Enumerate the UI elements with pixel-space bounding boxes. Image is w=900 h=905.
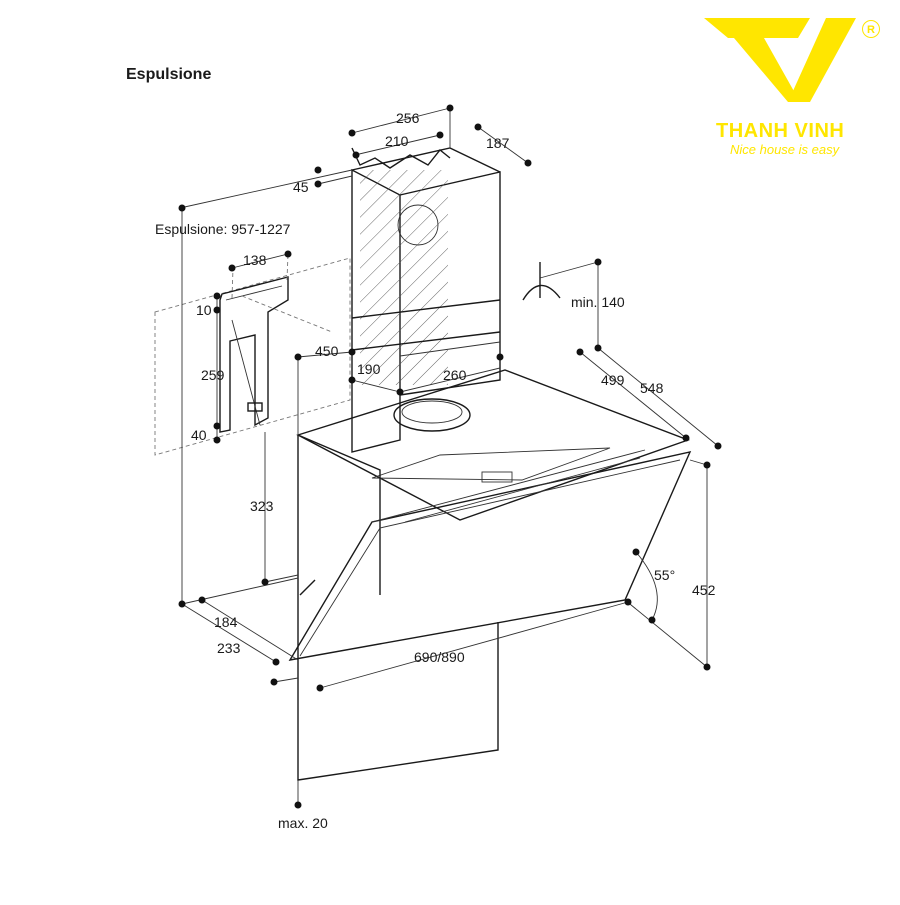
dim-260: 260 (443, 367, 467, 383)
dim-452: 452 (692, 582, 716, 598)
dim-width-690-890: 690/890 (414, 649, 465, 665)
dim-angle-55: 55° (654, 567, 675, 583)
dim-45: 45 (293, 179, 309, 195)
dim-40: 40 (191, 427, 207, 443)
dim-187: 187 (486, 135, 510, 151)
dim-499: 499 (601, 372, 625, 388)
glass-panel (288, 449, 692, 661)
dim-max-20: max. 20 (278, 815, 328, 831)
brand-logo-icon (704, 18, 856, 102)
dim-138: 138 (243, 252, 267, 268)
dim-190: 190 (357, 361, 381, 377)
wall-mount-outline (154, 257, 351, 456)
dim-323: 323 (250, 498, 274, 514)
dim-184: 184 (214, 614, 238, 630)
hood-body (296, 369, 691, 781)
dim-min-140: min. 140 (571, 294, 625, 310)
dim-450: 450 (315, 343, 339, 359)
dimension-labels: 256 210 187 45 Espulsione: 957-1227 138 … (155, 110, 716, 831)
dimension-lines (179, 107, 719, 805)
diagram-title: Espulsione (126, 66, 212, 83)
registered-mark: R (862, 20, 880, 38)
dim-256: 256 (396, 110, 420, 126)
chimney-duct (351, 147, 501, 453)
brand-slogan: Nice house is easy (730, 142, 840, 157)
dim-exhaust-range: Espulsione: 957-1227 (155, 221, 291, 237)
wall-bracket (219, 253, 333, 433)
dim-10: 10 (196, 302, 212, 318)
dim-259: 259 (201, 367, 225, 383)
dim-233: 233 (217, 640, 241, 656)
brand-name: THANH VINH (716, 120, 845, 142)
dim-548: 548 (640, 380, 664, 396)
dim-210: 210 (385, 133, 409, 149)
dimension-dots (178, 104, 722, 809)
